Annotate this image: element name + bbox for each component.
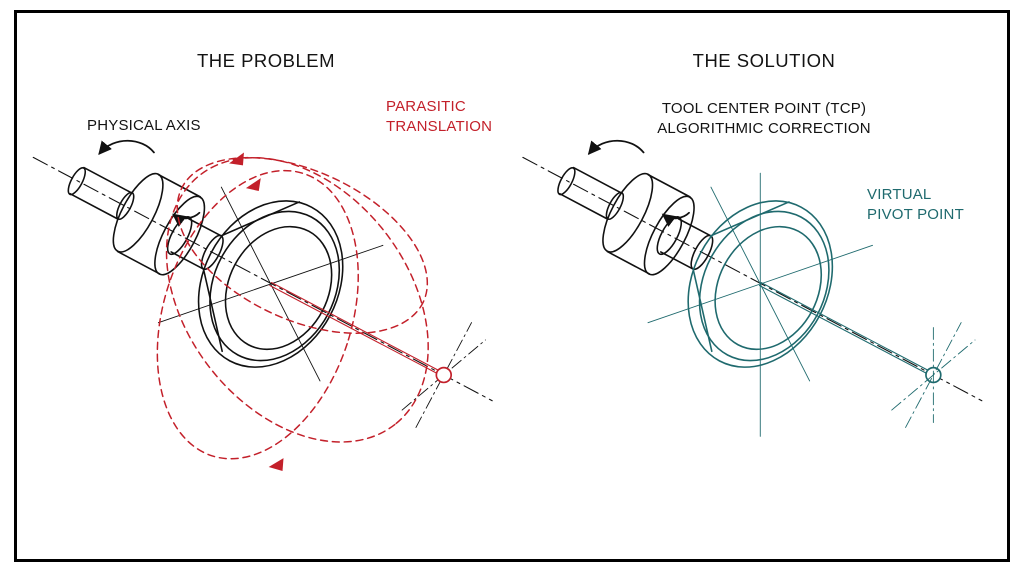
bearing-right	[602, 172, 695, 276]
parasitic-line1: PARASITIC	[386, 98, 466, 115]
virtual-pivot-line1: VIRTUAL	[867, 186, 932, 203]
virtual-pivot-label: VIRTUAL PIVOT POINT	[867, 185, 964, 225]
virtual-pivot-crosshair	[647, 172, 873, 437]
physical-axis-label: PHYSICAL AXIS	[87, 117, 201, 134]
tool-left	[269, 281, 453, 384]
disc-crosshair-left	[157, 186, 384, 382]
tcp-correction-label: TOOL CENTER POINT (TCP) ALGORITHMIC CORR…	[515, 99, 1013, 139]
parasitic-line2: TRANSLATION	[386, 118, 493, 135]
shaft-left	[67, 166, 135, 221]
disc-left	[197, 200, 344, 368]
loop-arrowhead-icon	[229, 152, 244, 166]
tcp-crosshair-right	[891, 322, 976, 428]
solution-title: THE SOLUTION	[692, 50, 836, 71]
virtual-pivot-line2: PIVOT POINT	[867, 206, 964, 223]
tcp-correction-line2: ALGORITHMIC CORRECTION	[657, 120, 871, 137]
diagram-art	[32, 139, 983, 471]
axis-centerline-right	[522, 156, 983, 402]
parasitic-loops	[156, 152, 429, 471]
border-frame: THE PROBLEM THE SOLUTION PHYSICAL AXIS P…	[14, 10, 1010, 562]
parasitic-translation-label: PARASITIC TRANSLATION	[386, 97, 492, 137]
problem-drawing	[32, 139, 493, 428]
solution-drawing	[522, 139, 983, 437]
tcp-correction-line1: TOOL CENTER POINT (TCP)	[661, 100, 867, 117]
axis-centerline-left	[32, 156, 493, 402]
rotation-arrow-icon	[661, 211, 690, 227]
loop-arrowhead-icon	[268, 458, 284, 471]
shaft-right	[557, 166, 625, 221]
disc-right	[687, 200, 834, 368]
rotation-arrow-icon	[587, 139, 645, 155]
tool-center-point-left	[435, 366, 453, 384]
problem-title: THE PROBLEM	[196, 50, 336, 71]
rotation-arrow-icon	[172, 211, 201, 227]
loop-arrowhead-icon	[245, 178, 261, 192]
tool-right	[758, 281, 942, 384]
rotation-arrow-icon	[98, 139, 155, 155]
